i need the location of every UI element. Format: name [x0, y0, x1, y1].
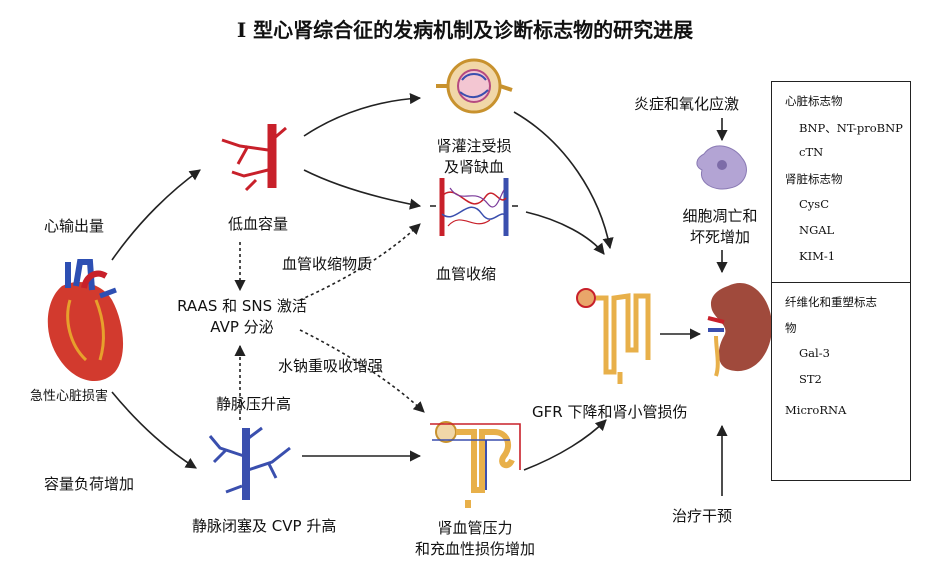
heart-icon — [47, 259, 124, 382]
fibrosis-marker-title-line2: 物 — [785, 321, 797, 335]
nephron-icon — [430, 421, 521, 508]
label-renal-pressure-line2: 和充血性损伤增加 — [414, 540, 535, 558]
cell-icon — [696, 145, 747, 190]
kidney-icon — [707, 282, 772, 377]
label-renal-perfusion: 肾灌注受损 及肾缺血 — [414, 136, 534, 178]
cardiac-marker-title: 心脏标志物 — [785, 94, 843, 108]
label-cardiac-output: 心输出量 — [44, 217, 105, 235]
arrow-raas-to-vessels — [299, 223, 421, 301]
label-raas-line1: RAAS 和 SNS 激活 — [177, 297, 307, 315]
arrow-heart-to-artery — [111, 169, 201, 261]
label-inflammation: 炎症和氧化应激 — [634, 95, 740, 113]
label-acute-heart-injury: 急性心脏损害 — [30, 389, 109, 404]
page-title: I 型心肾综合征的发病机制及诊断标志物的研究进展 — [236, 18, 694, 42]
arrow-heart-to-vein — [111, 391, 197, 469]
fibrosis-marker-item: Gal-3 — [799, 346, 830, 360]
renal-marker-item: KIM-1 — [799, 249, 836, 263]
label-hypovolemia: 低血容量 — [228, 215, 289, 233]
label-renal-perfusion-line2: 及肾缺血 — [443, 158, 504, 176]
label-apoptosis: 细胞凋亡和 坏死增加 — [660, 206, 780, 248]
label-vasoconstrictor: 血管收缩物质 — [282, 255, 373, 273]
arrow-glomerulus-to-gfr — [513, 111, 614, 250]
arrow-raas-to-nephron — [299, 329, 425, 413]
label-volume-load: 容量负荷增加 — [44, 475, 135, 493]
label-water-sodium: 水钠重吸收增强 — [278, 357, 384, 375]
renal-marker-item: CysC — [799, 197, 829, 211]
cardiac-marker-item: BNP、NT-proBNP — [799, 121, 903, 135]
label-venous-occlusion: 静脉闭塞及 CVP 升高 — [192, 517, 337, 535]
fibrosis-marker-item: ST2 — [799, 372, 822, 386]
label-vasoconstriction: 血管收缩 — [436, 265, 497, 283]
arrow-vessels-to-gfr — [525, 211, 605, 255]
label-renal-pressure: 肾血管压力 和充血性损伤增加 — [400, 518, 550, 560]
label-apoptosis-line1: 细胞凋亡和 — [682, 207, 758, 225]
vein-branch-icon — [208, 426, 291, 500]
label-gfr: GFR 下降和肾小管损伤 — [532, 403, 688, 421]
label-therapy: 治疗干预 — [672, 507, 733, 525]
panel-divider — [772, 282, 910, 283]
vessel-network-icon — [430, 178, 518, 236]
arrow-artery-to-glomerulus — [303, 92, 422, 137]
cardiac-marker-item: cTN — [799, 145, 824, 159]
arrow-artery-to-vessels — [303, 169, 422, 210]
microrna-marker: MicroRNA — [785, 403, 847, 417]
biomarker-panel: 心脏标志物 BNP、NT-proBNP cTN 肾脏标志物 CysC NGAL … — [771, 81, 911, 481]
label-renal-pressure-line1: 肾血管压力 — [437, 519, 513, 537]
renal-marker-item: NGAL — [799, 223, 835, 237]
arrow-nephron-to-gfr — [523, 419, 607, 471]
nephron-right-icon — [576, 288, 651, 384]
label-apoptosis-line2: 坏死增加 — [689, 228, 750, 246]
artery-branch-icon — [221, 124, 287, 192]
label-venous-pressure: 静脉压升高 — [216, 395, 292, 413]
glomerulus-icon — [436, 58, 513, 114]
label-renal-perfusion-line1: 肾灌注受损 — [436, 137, 512, 155]
renal-marker-title: 肾脏标志物 — [785, 172, 843, 186]
fibrosis-marker-title-line1: 纤维化和重塑标志 — [785, 295, 877, 309]
label-raas: RAAS 和 SNS 激活 AVP 分泌 — [174, 296, 310, 338]
label-raas-line2: AVP 分泌 — [210, 318, 274, 336]
